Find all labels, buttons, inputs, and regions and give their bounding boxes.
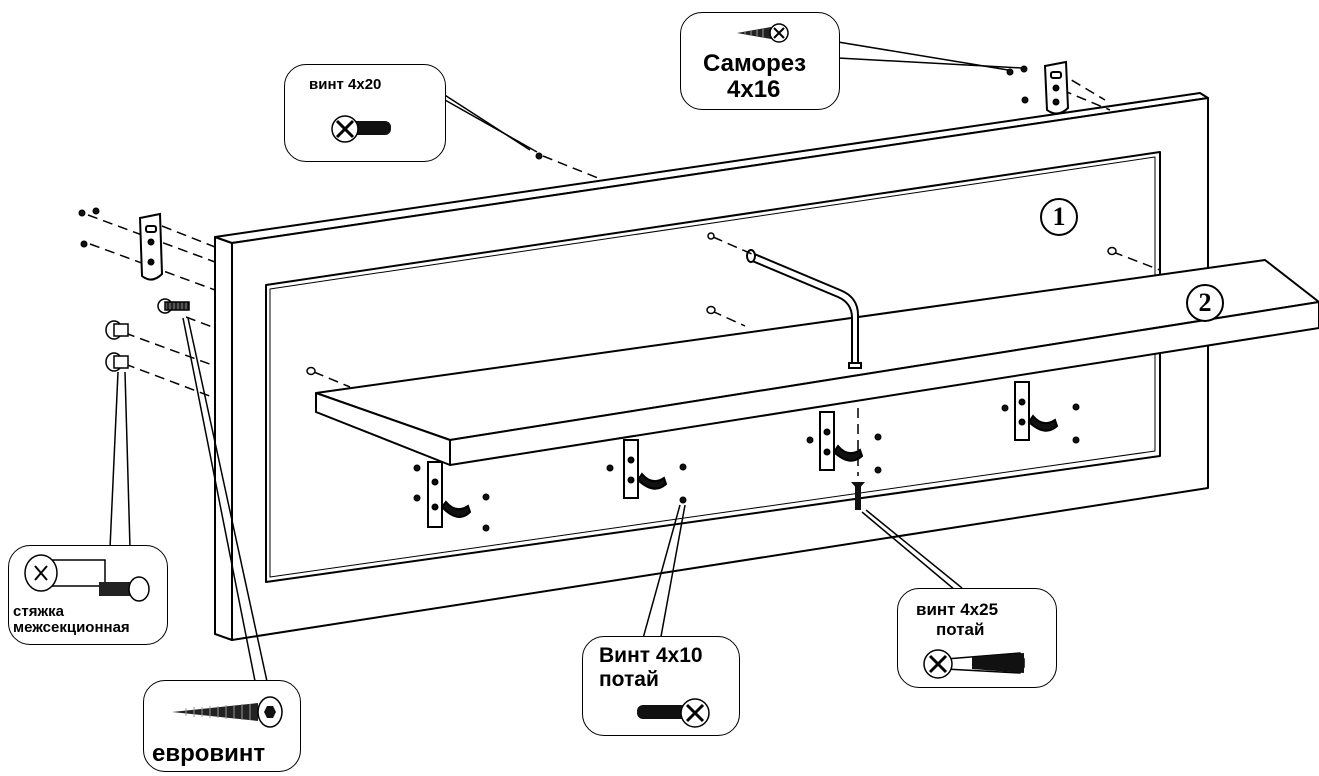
part-number-shelf: 2 — [1186, 284, 1224, 322]
panel-holes — [306, 232, 1117, 376]
callout-connector-line1: стяжка — [13, 603, 64, 620]
countersunk-screw-4x25 — [851, 482, 865, 510]
hook-1 — [427, 461, 472, 528]
countersunk-screw-icon — [637, 698, 710, 728]
callout-screw-4x25-line2: потай — [936, 620, 985, 639]
shelf — [315, 259, 1319, 466]
bracket-screws — [78, 65, 1029, 248]
screw-icon — [331, 115, 391, 143]
right-bracket — [1043, 60, 1070, 115]
hook-2 — [623, 439, 668, 499]
connector-icon — [24, 554, 150, 602]
left-bracket — [138, 212, 164, 281]
connectors — [105, 298, 190, 372]
callout-screw-4x25-line1: винт 4х25 — [916, 600, 999, 619]
callout-self-tapping-4x16: Саморез 4х16 — [680, 12, 840, 110]
hooks — [427, 381, 1059, 528]
shelf-rod — [746, 249, 862, 369]
callout-euroscrew-label: евровинт — [152, 740, 266, 767]
callout-screw-4x25: винт 4х25 потай — [897, 588, 1057, 688]
callout-screw-4x10-line2: потай — [599, 668, 659, 691]
callout-euroscrew: евровинт — [143, 680, 301, 772]
callout-screw-4x20: винт 4х20 — [284, 64, 446, 162]
callout-screw-4x10: Винт 4х10 потай — [582, 636, 740, 736]
hook-screws — [413, 403, 1080, 532]
callout-self-tapping-line2: 4х16 — [727, 76, 781, 103]
part-number-panel: 1 — [1040, 198, 1078, 236]
self-tapping-screw-icon — [737, 23, 789, 43]
long-screw-icon — [923, 649, 1025, 679]
callout-screw-4x10-line1: Винт 4х10 — [599, 644, 703, 667]
callout-connector: стяжка межсекционная — [8, 545, 168, 645]
callout-screw-4x20-label: винт 4х20 — [309, 76, 382, 93]
hook-3 — [819, 411, 864, 471]
hook-4 — [1014, 381, 1059, 441]
euroscrew-icon — [172, 696, 283, 728]
callout-connector-line2: межсекционная — [13, 619, 130, 636]
callout-self-tapping-line1: Саморез — [703, 50, 807, 77]
leader-lines — [109, 41, 1023, 687]
